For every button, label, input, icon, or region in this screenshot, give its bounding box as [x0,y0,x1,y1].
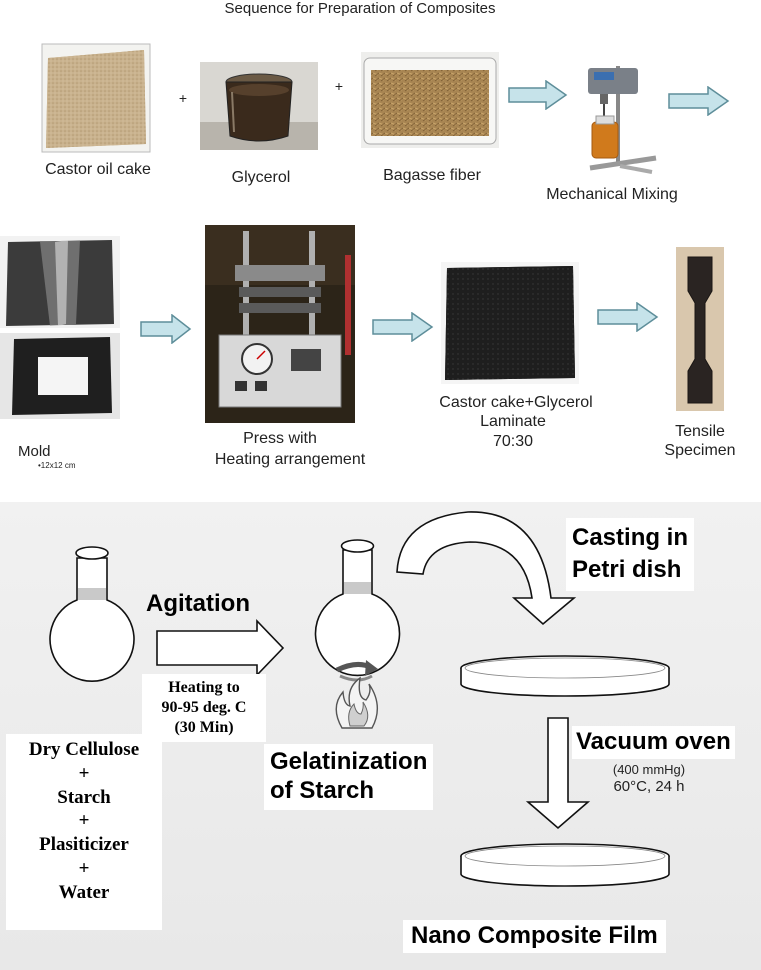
casting-line1: Casting in [572,524,689,551]
petri-dish-icon [460,843,670,887]
tensile-label-line2: Specimen [664,442,736,459]
ingredient-plus: + [78,810,90,832]
right-arrow-icon [508,80,568,110]
ingredient-item: Dry Cellulose [28,739,140,760]
laminate-ratio-label: 70:30 [492,433,534,450]
laminate-label-line2: Laminate [480,413,546,430]
vacuum-oven-label: Vacuum oven [572,726,735,759]
laminate-label-line1: Castor cake+Glycerol [439,394,593,411]
right-arrow-icon [372,312,434,342]
gelatinization-label: Gelatinization of Starch [264,744,434,810]
ingredient-item: Plasiticizer [39,834,129,855]
round-flask-icon [314,539,401,682]
down-arrow-icon [525,717,591,830]
glycerol-label: Glycerol [231,169,291,186]
mechanical-mixer-photo [570,62,662,178]
gelatinization-line1: Gelatinization [270,748,428,775]
right-arrow-icon [668,86,730,116]
heating-line1: Heating to [168,679,240,696]
flame-icon [335,676,378,729]
ingredient-item: Starch [57,786,111,808]
heating-condition-box: Heating to 90-95 deg. C (30 Min) [142,674,266,742]
ingredients-box: Dry Cellulose + Starch + Plasiticizer + … [6,734,162,930]
mold-plate-photo [0,236,120,328]
curved-arrow-icon [396,511,577,626]
heating-line3: (30 Min) [174,719,234,736]
page-title: Sequence for Preparation of Composites [224,0,496,17]
round-flask-icon [49,546,135,683]
agitation-label: Agitation [146,590,250,617]
casting-label: Casting in Petri dish [566,518,695,591]
bagasse-fiber-label: Bagasse fiber [383,167,481,184]
heating-line2: 90-95 deg. C [161,699,247,716]
gelatinization-line2: of Starch [270,776,375,804]
mechanical-mixing-label: Mechanical Mixing [546,186,678,203]
glycerol-photo [200,62,318,150]
mold-label: Mold [18,443,51,460]
vacuum-pressure-label: (400 mmHg) [612,762,686,777]
plus-sign: + [334,78,344,94]
tensile-label-line1: Tensile [675,423,725,440]
ingredient-item: Water [58,881,110,903]
castor-oil-cake-photo [40,42,152,155]
hot-press-photo [205,225,355,423]
agitation-arrow-icon [156,619,285,677]
bagasse-fiber-photo [361,52,499,148]
mold-size-label: •12x12 cm [38,461,76,470]
casting-line2: Petri dish [572,556,682,584]
petri-dish-icon [460,655,670,697]
plus-sign: + [178,90,188,106]
final-product-label: Nano Composite Film [403,920,666,953]
vacuum-conditions-label: 60°C, 24 h [613,778,685,795]
castor-oil-cake-label: Castor oil cake [45,161,151,178]
ingredient-plus: + [78,857,90,879]
laminate-photo [441,262,579,384]
press-label-line1: Press with [243,430,317,447]
right-arrow-icon [597,302,659,332]
process-schematic [49,511,670,887]
press-label-line2: Heating arrangement [214,451,366,468]
mold-frame-photo [0,333,120,419]
ingredient-plus: + [78,762,90,784]
tensile-specimen-photo [676,247,724,411]
right-arrow-icon [140,314,192,344]
